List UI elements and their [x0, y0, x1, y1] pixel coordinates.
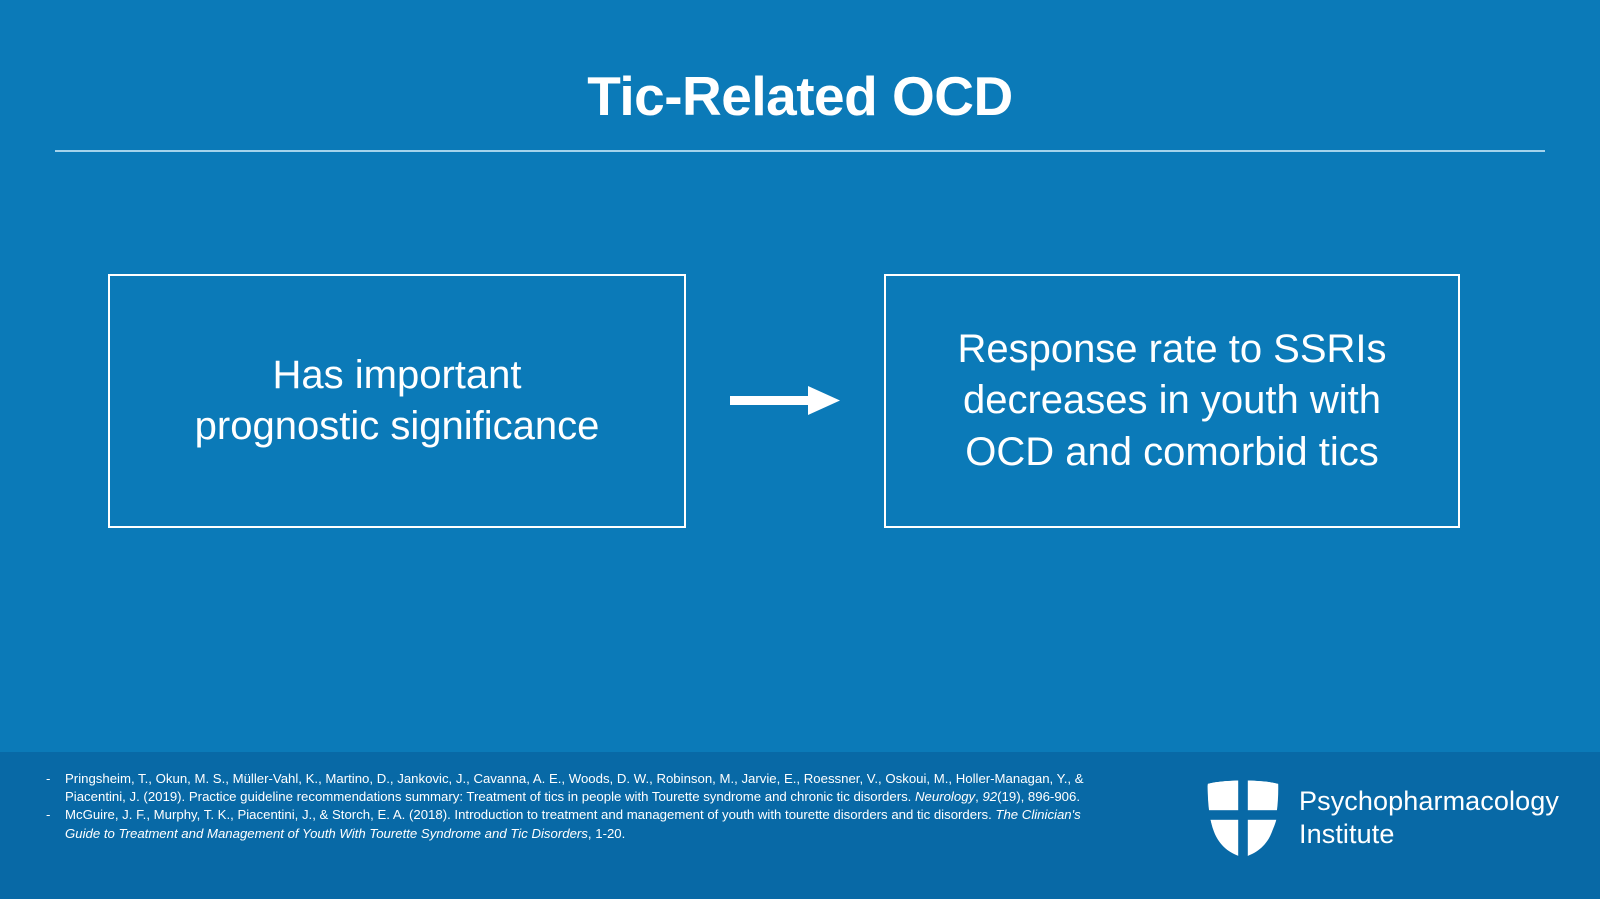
references-list: -Pringsheim, T., Okun, M. S., Müller-Vah…: [46, 770, 1116, 843]
reference-text: Pringsheim, T., Okun, M. S., Müller-Vahl…: [65, 771, 1084, 805]
footer-band: [0, 752, 1600, 899]
arrow-right-icon: [730, 384, 840, 418]
reference-text: McGuire, J. F., Murphy, T. K., Piacentin…: [65, 807, 1081, 841]
brand-name-line2: Institute: [1299, 819, 1395, 849]
brand-logo: Psychopharmacology Institute: [1205, 779, 1559, 858]
concept-box-right-line1: Response rate to SSRIs: [957, 327, 1387, 372]
title-divider: [55, 150, 1545, 152]
reference-bullet: -: [46, 771, 51, 786]
shield-cross-icon: [1205, 779, 1281, 858]
concept-box-right-line2: decreases in youth with: [962, 378, 1381, 423]
reference-item: -Pringsheim, T., Okun, M. S., Müller-Vah…: [46, 770, 1116, 806]
concept-box-right-line3: OCD and comorbid tics: [965, 429, 1379, 474]
concept-box-left-text: Has important prognostic significance: [173, 350, 622, 452]
brand-name-line1: Psychopharmacology: [1299, 786, 1559, 816]
reference-bullet: -: [46, 807, 51, 823]
page-title: Tic-Related OCD: [587, 65, 1013, 127]
brand-name: Psychopharmacology Institute: [1299, 785, 1559, 851]
concept-box-left-line1: Has important: [272, 352, 522, 397]
reference-item: -McGuire, J. F., Murphy, T. K., Piacenti…: [46, 806, 1116, 842]
concept-box-right-text: Response rate to SSRIs decreases in yout…: [935, 324, 1408, 478]
concept-box-right: Response rate to SSRIs decreases in yout…: [884, 274, 1460, 528]
concept-box-left: Has important prognostic significance: [108, 274, 686, 528]
concept-box-left-line2: prognostic significance: [194, 404, 600, 448]
